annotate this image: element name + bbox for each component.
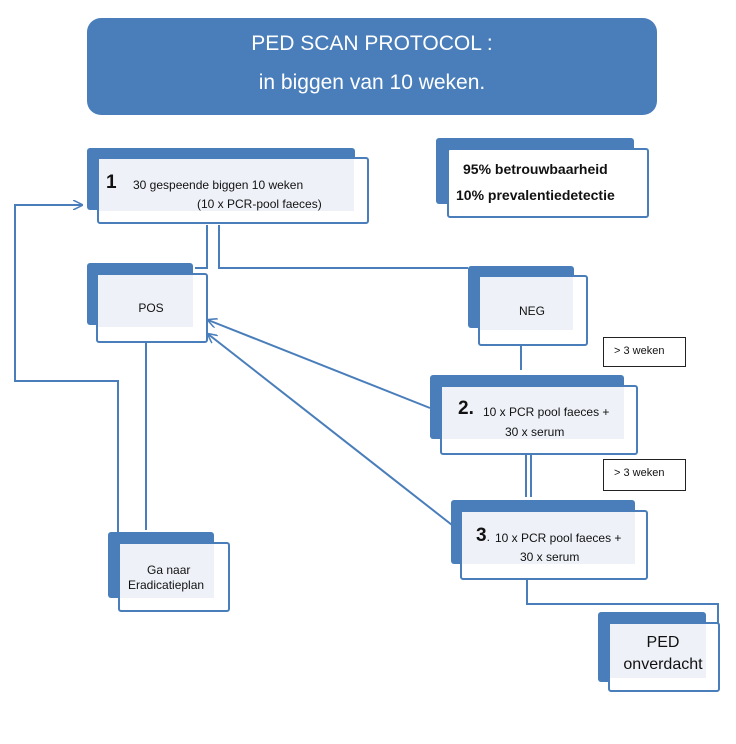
eradicatie-line-2: Eradicatieplan xyxy=(128,578,205,592)
connector-loop-step1 xyxy=(14,205,119,535)
connector-step3-ped xyxy=(526,580,719,625)
step-3-line-1: 10 x PCR pool faeces + xyxy=(495,531,622,545)
wait-note-2: > 3 weken xyxy=(603,459,686,491)
connector-step1-pos xyxy=(195,225,208,269)
neg-inner xyxy=(480,277,573,330)
title-banner: PED SCAN PROTOCOL : in biggen van 10 wek… xyxy=(87,18,657,115)
step-2-number: 2. xyxy=(458,398,474,419)
stats-line-1: 95% betrouwbaarheid xyxy=(463,161,608,177)
step-3-number-dot: . xyxy=(486,530,490,544)
eradicatie-inner xyxy=(120,544,214,598)
stats-line-2: 10% prevalentiedetectie xyxy=(456,187,615,203)
step-2-line-2: 30 x serum xyxy=(505,425,565,439)
arrow-step3-pos xyxy=(208,334,453,526)
wait-note-1: > 3 weken xyxy=(603,337,686,367)
step-1-number: 1 xyxy=(106,172,117,193)
step-3-number-digit: 3 xyxy=(476,525,487,546)
step-1-line-2: (10 x PCR-pool faeces) xyxy=(197,197,322,211)
connector-step1-neg xyxy=(218,225,468,269)
stats-box-front xyxy=(447,148,649,218)
arrow-step2-pos xyxy=(208,320,431,409)
pos-inner xyxy=(98,275,193,327)
eradicatie-line-1: Ga naar xyxy=(147,563,191,577)
step-3-number: 3. xyxy=(476,525,490,547)
step-3-inner xyxy=(462,512,635,564)
pos-label: POS xyxy=(138,301,164,315)
ped-inner xyxy=(610,624,706,678)
step-2-inner xyxy=(442,387,624,439)
neg-label: NEG xyxy=(518,304,545,318)
step-1-inner xyxy=(99,159,354,211)
step-3-line-2: 30 x serum xyxy=(520,550,580,564)
step-1-line-1: 30 gespeende biggen 10 weken xyxy=(133,178,304,192)
title-line-2: in biggen van 10 weken. xyxy=(258,71,486,94)
title-line-1: PED SCAN PROTOCOL : xyxy=(251,32,493,55)
step-2-line-1: 10 x PCR pool faeces + xyxy=(483,405,610,419)
ped-line-2: onverdacht xyxy=(623,656,703,673)
ped-line-1: PED xyxy=(646,634,680,651)
